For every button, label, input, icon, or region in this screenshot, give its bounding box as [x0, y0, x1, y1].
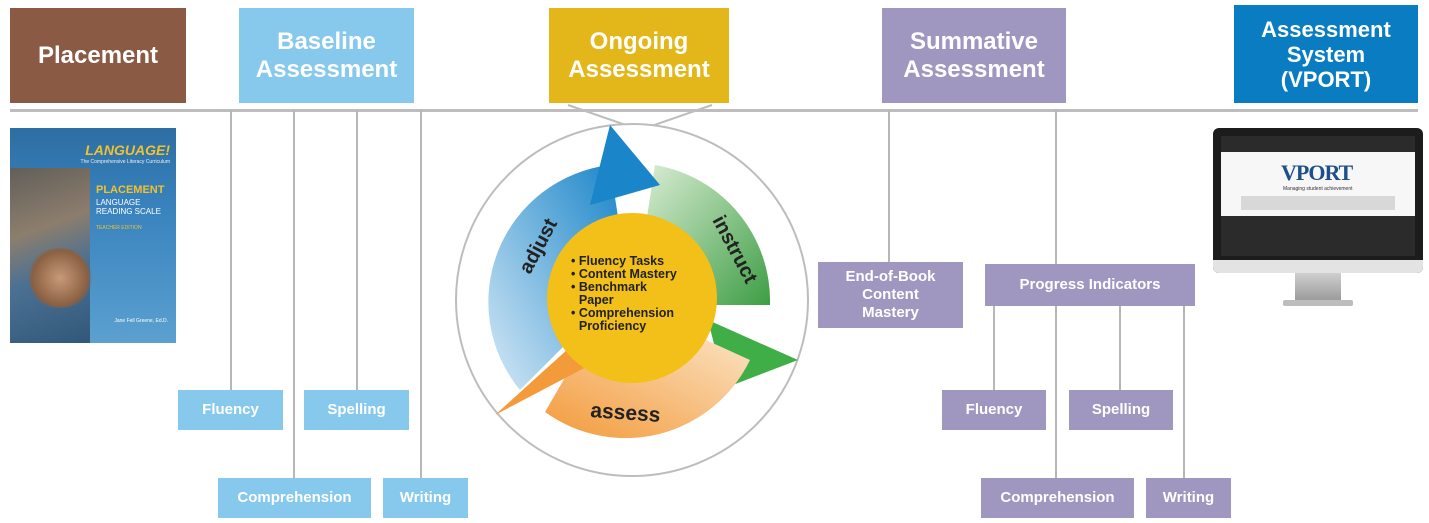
baseline-fluency-line — [230, 110, 232, 390]
progress-comprehension-box: Comprehension — [981, 478, 1134, 518]
ongoing-assessment-header: Ongoing Assessment — [549, 8, 729, 103]
book-photo-2 — [25, 248, 95, 308]
baseline-spelling-box: Spelling — [304, 390, 409, 430]
summative-assessment-header: Summative Assessment — [882, 8, 1066, 103]
baseline-writing-box: Writing — [383, 478, 468, 518]
book-title: PLACEMENT — [96, 184, 165, 196]
assessment-cycle-diagram: adjust instruct assess — [455, 123, 809, 477]
monitor-base — [1283, 300, 1353, 306]
assess-arc — [545, 335, 750, 439]
end-of-book-line — [888, 110, 890, 262]
baseline-assessment-header: Baseline Assessment — [239, 8, 414, 103]
timeline-line — [10, 109, 1418, 112]
instruct-arc — [645, 165, 771, 305]
book-edition: TEACHER EDITION — [96, 225, 142, 231]
vport-logo: VPORT — [1281, 160, 1353, 185]
screen-login-bar — [1241, 196, 1395, 210]
baseline-comprehension-box: Comprehension — [218, 478, 371, 518]
baseline-writing-line — [420, 110, 422, 478]
progress-spelling-line — [1119, 305, 1121, 390]
cycle-center — [547, 213, 717, 383]
monitor-screen: VPORT Managing student achievement — [1221, 136, 1415, 256]
screen-footer-panel — [1221, 216, 1415, 256]
baseline-spelling-line — [356, 110, 358, 390]
book-author: Jane Fell Greene, Ed.D. — [114, 318, 168, 324]
ongoing-bullet-list: • Fluency Tasks • Content Mastery • Benc… — [571, 255, 711, 333]
progress-spelling-box: Spelling — [1069, 390, 1173, 430]
monitor-stand — [1295, 273, 1341, 301]
progress-fluency-line — [993, 305, 995, 390]
bullet-fluency-tasks: • Fluency Tasks — [571, 254, 665, 268]
progress-writing-line — [1183, 305, 1185, 478]
baseline-comprehension-line — [293, 110, 295, 478]
progress-comprehension-line — [1055, 305, 1057, 478]
assess-label: assess — [590, 399, 662, 427]
monitor-chin — [1213, 260, 1423, 273]
assessment-system-header: Assessment System (VPORT) — [1234, 5, 1418, 103]
end-of-book-box: End-of-Book Content Mastery — [818, 262, 963, 328]
book-brand: LANGUAGE! — [85, 142, 170, 158]
progress-writing-box: Writing — [1146, 478, 1231, 518]
progress-fluency-box: Fluency — [942, 390, 1046, 430]
screen-header-bar — [1221, 136, 1415, 152]
bullet-comprehension-proficiency: • Comprehension Proficiency — [571, 306, 675, 333]
progress-line — [1055, 110, 1057, 264]
vport-tagline: Managing student achievement — [1283, 186, 1353, 192]
placement-header: Placement — [10, 8, 186, 103]
book-tagline: The Comprehensive Literacy Curriculum — [80, 159, 170, 165]
baseline-fluency-box: Fluency — [178, 390, 283, 430]
progress-indicators-box: Progress Indicators — [985, 264, 1195, 306]
adjust-arrow-head — [590, 125, 660, 205]
bullet-content-mastery: • Content Mastery — [571, 267, 677, 281]
book-subtitle: LANGUAGE READING SCALE — [96, 198, 161, 216]
vport-monitor: VPORT Managing student achievement — [1213, 128, 1423, 308]
bullet-benchmark-paper: • Benchmark Paper — [571, 280, 647, 307]
placement-book-cover: LANGUAGE! The Comprehensive Literacy Cur… — [10, 128, 176, 343]
